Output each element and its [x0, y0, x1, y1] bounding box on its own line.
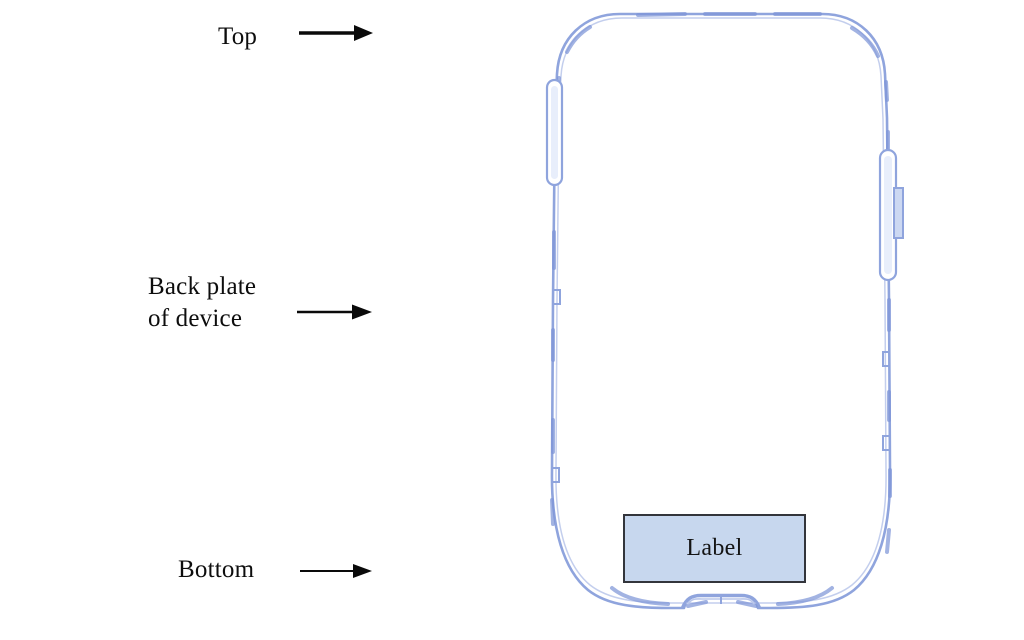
power-button — [545, 78, 564, 187]
annotation-label-back-plate: Back plate of device — [148, 273, 257, 332]
device-label-box[interactable]: Label — [623, 514, 806, 583]
arrow-right-icon-bottom — [300, 560, 375, 582]
device-label-box-text: Label — [686, 535, 743, 561]
annotation-label-top: Top — [218, 23, 258, 50]
annotation-label-bottom: Bottom — [178, 556, 255, 583]
device-back-plate-drawing — [520, 0, 920, 640]
bottom-port-notch — [680, 593, 762, 609]
volume-rocker — [878, 148, 904, 282]
arrow-right-icon-top — [299, 22, 375, 44]
arrow-right-icon-back-plate — [297, 301, 375, 323]
